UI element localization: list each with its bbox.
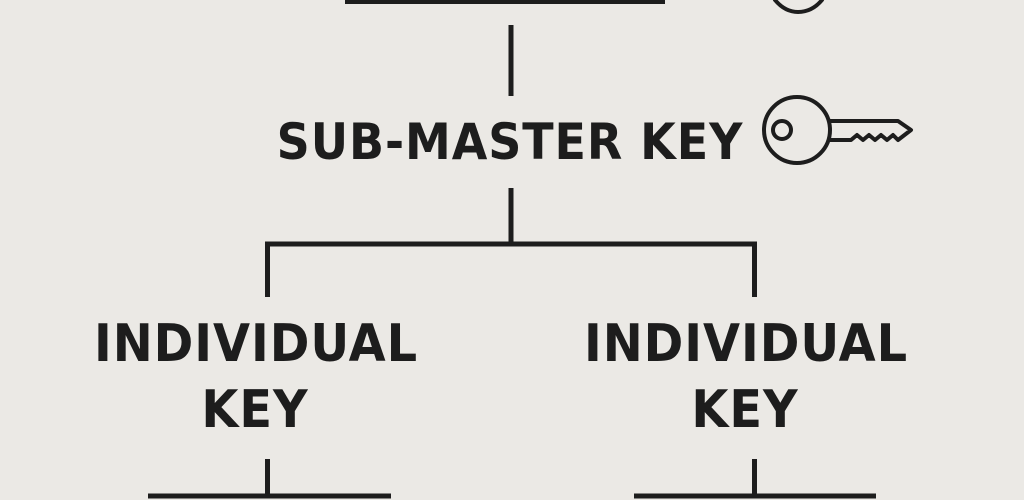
individual-key-label-line2: KEY	[201, 380, 309, 440]
top-label-clipped-fragment	[345, 0, 665, 4]
individual-key-label-line2: KEY	[691, 380, 799, 440]
individual-key-node-left: INDIVIDUAL KEY	[94, 311, 418, 443]
individual-key-label-line1: INDIVIDUAL	[584, 314, 908, 374]
top-key-icon-clipped	[773, 0, 824, 15]
individual-key-label-line1: INDIVIDUAL	[94, 314, 418, 374]
sub-master-key-label: SUB-MASTER KEY	[276, 113, 744, 171]
key-icon	[762, 95, 913, 165]
individual-key-node-right: INDIVIDUAL KEY	[584, 311, 908, 443]
top-node-clipped	[345, 0, 824, 15]
